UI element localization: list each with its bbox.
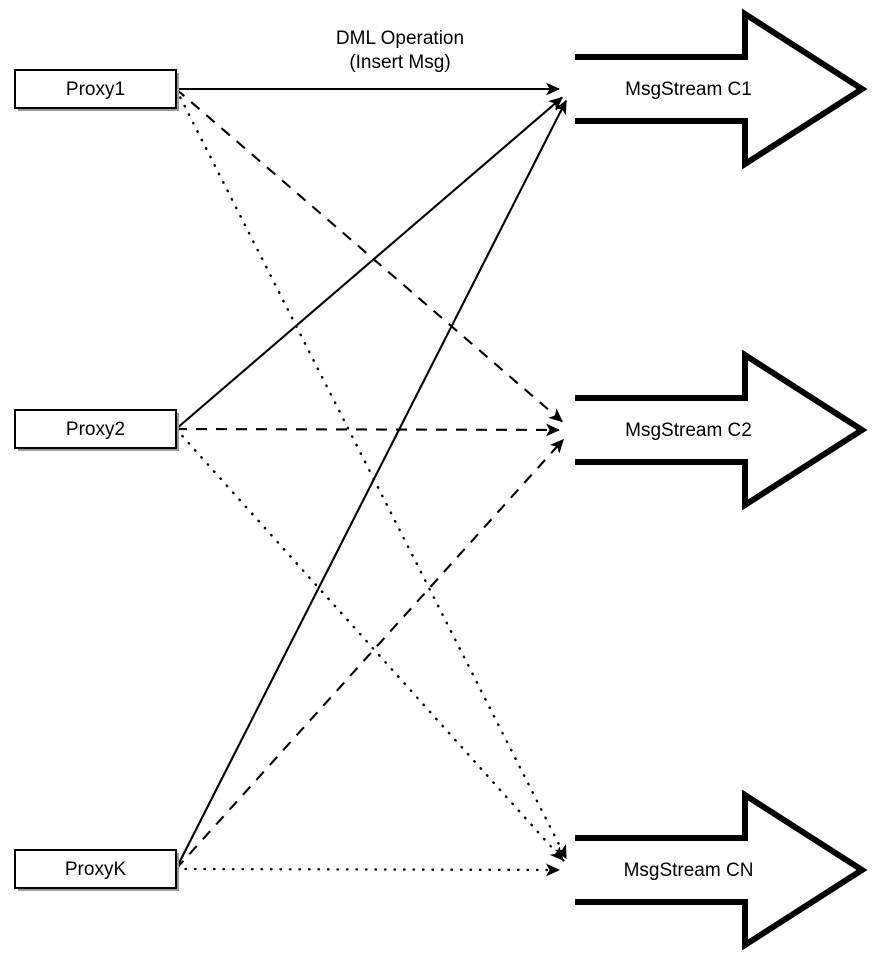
edge-caption-group: DML Operation (Insert Msg) (336, 28, 464, 73)
dml-operation-caption-line2: (Insert Msg) (349, 52, 450, 73)
block-arrow-shape (575, 349, 868, 511)
source-node-border (14, 69, 177, 109)
link-proxyk-cn (174, 863, 561, 877)
source-node-proxy2[interactable]: Proxy2 (14, 409, 179, 451)
block-arrow-shape (575, 789, 868, 951)
source-node-proxy1[interactable]: Proxy1 (14, 69, 179, 111)
link-proxyk-c1 (175, 99, 568, 870)
source-node-border (14, 849, 177, 889)
link-proxy2-c1 (175, 96, 563, 430)
source-node-proxyk[interactable]: ProxyK (14, 849, 179, 891)
link-proxyk-c2 (175, 438, 565, 870)
link-proxy1-c2 (175, 88, 563, 423)
target-node-label: MsgStream C1 (625, 79, 752, 100)
link-proxy1-cn (174, 87, 568, 860)
target-node-label: MsgStream C2 (625, 420, 752, 441)
source-node-label: Proxy1 (66, 79, 125, 100)
source-node-label: Proxy2 (66, 419, 125, 440)
dml-operation-caption-line1: DML Operation (336, 28, 464, 49)
target-node-stream_cn[interactable]: MsgStream CN (575, 789, 868, 951)
source-node-label: ProxyK (65, 859, 127, 880)
link-proxy2-cn (174, 427, 565, 862)
link-proxy2-c2 (175, 423, 561, 437)
target-node-stream_c1[interactable]: MsgStream C1 (575, 8, 868, 170)
target-node-layer: MsgStream C1 MsgStream C2 MsgStream CN (575, 8, 868, 951)
link-layer (174, 82, 568, 877)
target-node-stream_c2[interactable]: MsgStream C2 (575, 349, 868, 511)
source-node-border (14, 409, 177, 449)
block-arrow-shape (575, 8, 868, 170)
target-node-label: MsgStream CN (624, 860, 754, 881)
